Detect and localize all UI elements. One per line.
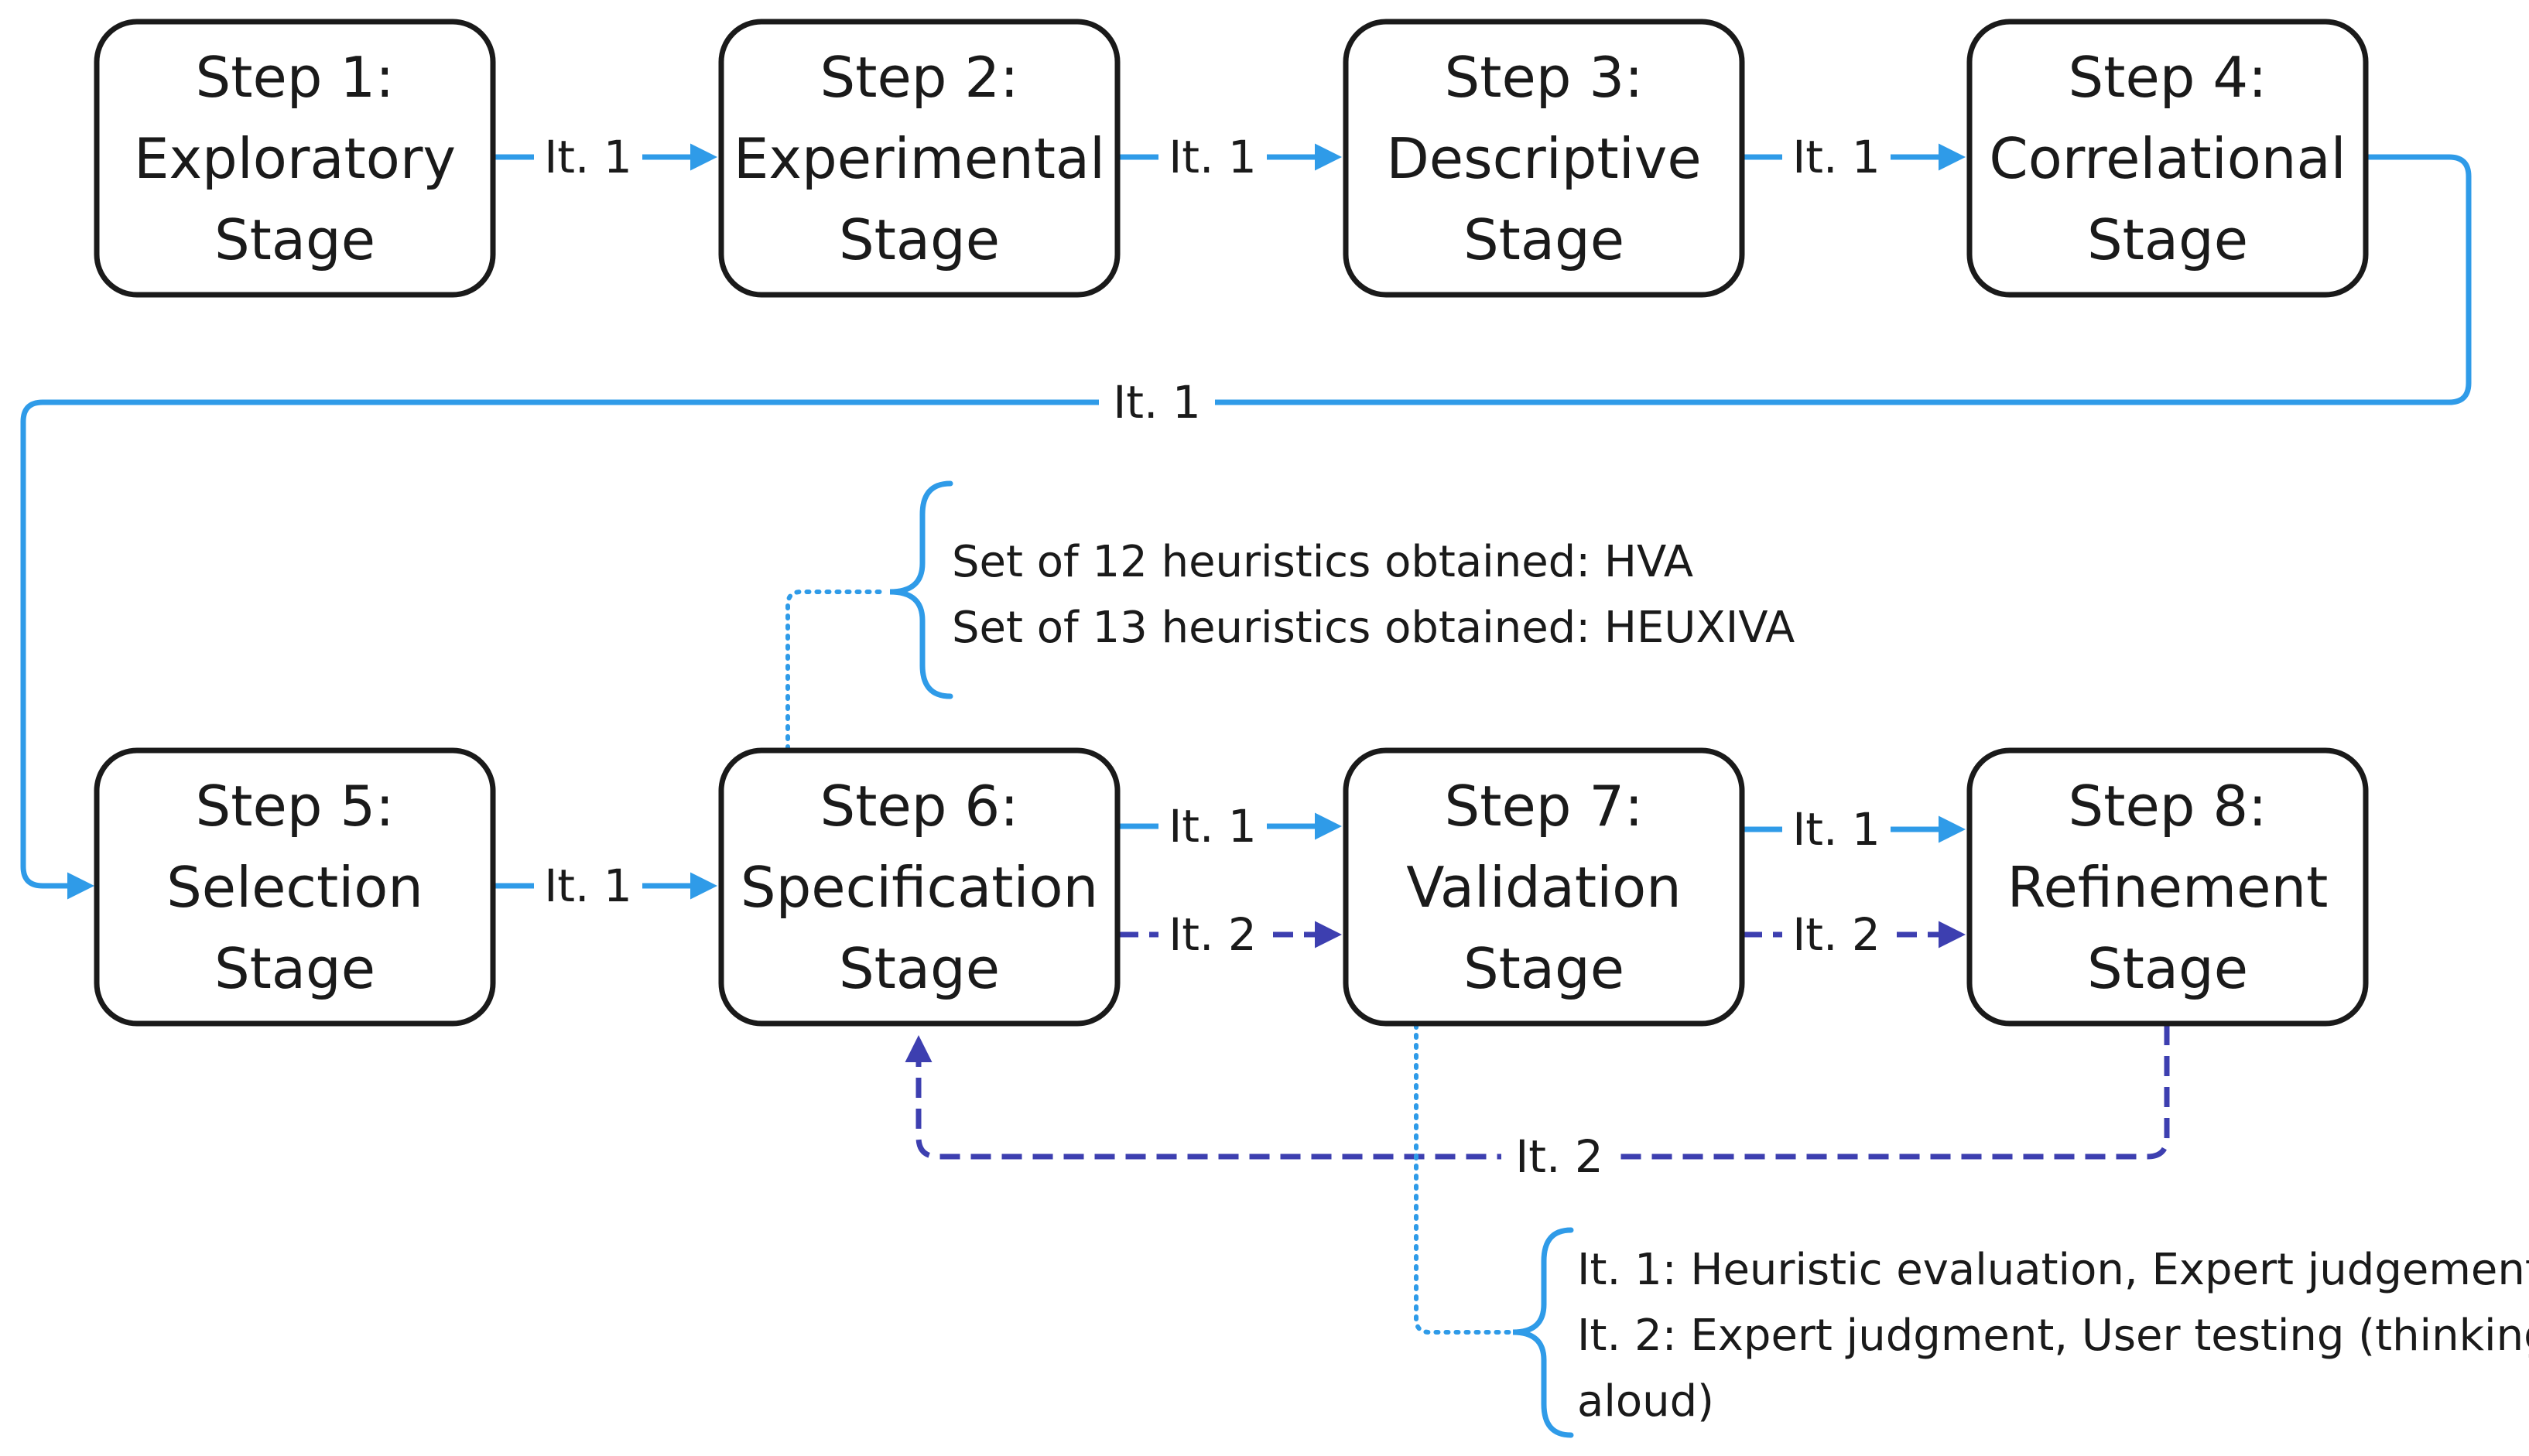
svg-text:Stage: Stage bbox=[214, 936, 375, 1001]
svg-text:Stage: Stage bbox=[839, 936, 1000, 1001]
note-validation-line-3: aloud) bbox=[1577, 1376, 1714, 1427]
svg-text:Step 7:: Step 7: bbox=[1445, 774, 1644, 839]
edge-label-s1-s2: It. 1 bbox=[534, 128, 642, 186]
note-validation-line-2: It. 2: Expert judgment, User testing (th… bbox=[1577, 1311, 2529, 1361]
note-validation: It. 1: Heuristic evaluation, Expert judg… bbox=[1577, 1245, 2529, 1427]
svg-text:Validation: Validation bbox=[1406, 855, 1682, 920]
svg-text:Step 4:: Step 4: bbox=[2069, 45, 2267, 110]
svg-text:It. 1: It. 1 bbox=[1113, 376, 1201, 429]
svg-text:Descriptive: Descriptive bbox=[1386, 126, 1701, 191]
svg-text:It. 1: It. 1 bbox=[1169, 800, 1257, 853]
edge-label-s7-s8-it2: It. 2 bbox=[1782, 905, 1891, 964]
note-heuristics-line-1: Set of 12 heuristics obtained: HVA bbox=[952, 537, 1693, 587]
svg-text:Experimental: Experimental bbox=[734, 126, 1105, 191]
svg-text:It. 2: It. 2 bbox=[1515, 1130, 1603, 1183]
note-connector-validation bbox=[1414, 1023, 1515, 1335]
svg-text:It. 1: It. 1 bbox=[1792, 131, 1880, 183]
step-6-specification-box: Step 6: Specification Stage bbox=[718, 747, 1121, 1027]
step-8-refinement-box: Step 8: Refinement Stage bbox=[1966, 747, 2369, 1027]
brace-heuristics bbox=[889, 480, 953, 699]
note-validation-line-1: It. 1: Heuristic evaluation, Expert judg… bbox=[1577, 1245, 2529, 1295]
edge-label-s7-s8-it1: It. 1 bbox=[1782, 800, 1891, 859]
step-4-correlational-box: Step 4: Correlational Stage bbox=[1966, 19, 2369, 298]
svg-text:It. 1: It. 1 bbox=[1792, 803, 1880, 856]
step-3-descriptive-box: Step 3: Descriptive Stage bbox=[1343, 19, 1745, 298]
step-5-selection-box: Step 5: Selection Stage bbox=[94, 747, 496, 1027]
step-2-experimental-box: Step 2: Experimental Stage bbox=[718, 19, 1121, 298]
svg-text:Selection: Selection bbox=[166, 855, 423, 920]
svg-text:Correlational: Correlational bbox=[1989, 126, 2346, 191]
svg-text:Refinement: Refinement bbox=[2007, 855, 2329, 920]
svg-text:Stage: Stage bbox=[1463, 936, 1624, 1001]
note-heuristics-line-2: Set of 13 heuristics obtained: HEUXIVA bbox=[952, 603, 1795, 653]
note-heuristics: Set of 12 heuristics obtained: HVA Set o… bbox=[952, 537, 1795, 653]
svg-text:It. 2: It. 2 bbox=[1792, 908, 1880, 961]
edge-label-s3-s4: It. 1 bbox=[1782, 128, 1891, 186]
edge-label-s2-s3: It. 1 bbox=[1158, 128, 1267, 186]
step-7-validation-box: Step 7: Validation Stage bbox=[1343, 747, 1745, 1027]
svg-text:Step 1:: Step 1: bbox=[196, 45, 395, 110]
edge-label-s5-s6: It. 1 bbox=[534, 856, 642, 915]
svg-text:It. 1: It. 1 bbox=[1169, 131, 1257, 183]
step-1-exploratory-box: Step 1: Exploratory Stage bbox=[94, 19, 496, 298]
edge-label-s8-s6-it2: It. 2 bbox=[1501, 1127, 1617, 1186]
svg-text:Stage: Stage bbox=[1463, 207, 1624, 272]
brace-validation bbox=[1512, 1227, 1574, 1438]
svg-text:Step 3:: Step 3: bbox=[1445, 45, 1644, 110]
edge-label-s6-s7-it2: It. 2 bbox=[1158, 905, 1267, 964]
svg-text:It. 1: It. 1 bbox=[544, 131, 632, 183]
svg-text:It. 1: It. 1 bbox=[544, 860, 632, 912]
svg-text:Exploratory: Exploratory bbox=[134, 126, 456, 191]
svg-text:Step 2:: Step 2: bbox=[820, 45, 1019, 110]
svg-text:Stage: Stage bbox=[214, 207, 375, 272]
svg-text:Stage: Stage bbox=[839, 207, 1000, 272]
svg-text:Specification: Specification bbox=[741, 855, 1098, 920]
svg-text:Step 5:: Step 5: bbox=[196, 774, 395, 839]
svg-text:Step 8:: Step 8: bbox=[2069, 774, 2267, 839]
edge-label-s6-s7-it1: It. 1 bbox=[1158, 797, 1267, 856]
note-connector-heuristics bbox=[785, 590, 888, 751]
svg-text:It. 2: It. 2 bbox=[1169, 908, 1257, 961]
svg-text:Stage: Stage bbox=[2087, 207, 2248, 272]
svg-text:Stage: Stage bbox=[2087, 936, 2248, 1001]
edge-s4-s5 bbox=[20, 154, 2472, 900]
svg-text:Step 6:: Step 6: bbox=[820, 774, 1019, 839]
edge-label-s4-s5: It. 1 bbox=[1099, 373, 1215, 432]
